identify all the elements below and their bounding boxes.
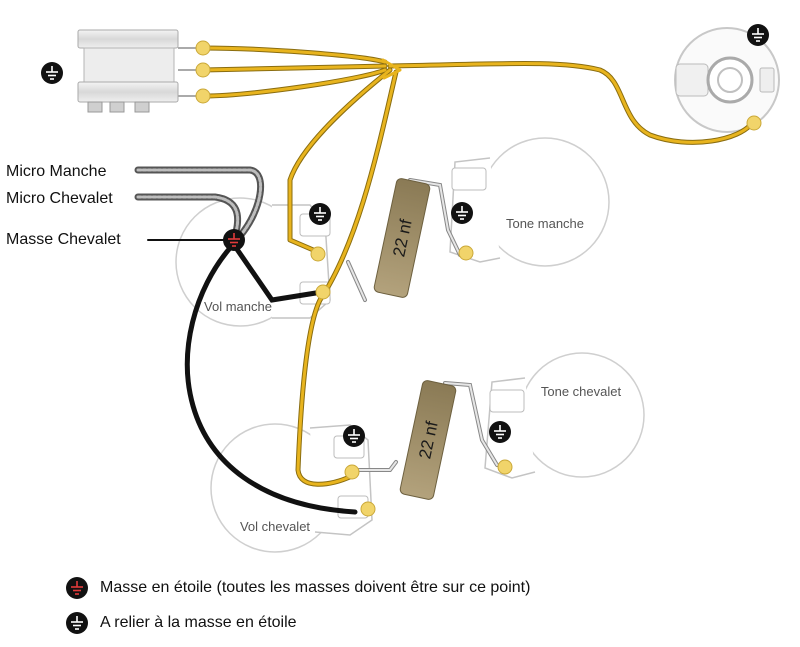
label-micro-manche: Micro Manche xyxy=(6,163,107,180)
pot-label-vol-chevalet: Vol chevalet xyxy=(240,519,310,534)
ground-icon xyxy=(746,23,770,47)
solder-points xyxy=(195,40,762,517)
pot-label-tone-manche: Tone manche xyxy=(506,216,584,231)
capacitor-tone-manche: 22 nf xyxy=(373,178,431,298)
pot-tone-chevalet xyxy=(484,352,645,479)
grey-wires xyxy=(346,178,499,472)
pot-label-vol-manche: Vol manche xyxy=(204,299,272,314)
ground-icon xyxy=(308,202,332,226)
star-ground-icon xyxy=(222,228,246,252)
pickup-selector-switch xyxy=(77,29,200,113)
ground-icon xyxy=(342,424,366,448)
pickup-cables xyxy=(134,166,358,515)
ground-icon xyxy=(40,61,64,85)
yellow-wires xyxy=(200,45,755,487)
legend-star-ground: Masse en étoile (toutes les masses doive… xyxy=(100,579,531,596)
capacitor-tone-chevalet: 22 nf xyxy=(399,380,457,500)
pot-tone-manche xyxy=(449,137,610,267)
star-ground-icon xyxy=(65,576,89,600)
label-masse-chevalet: Masse Chevalet xyxy=(6,231,121,248)
label-micro-chevalet: Micro Chevalet xyxy=(6,190,113,207)
pot-label-tone-chevalet: Tone chevalet xyxy=(541,384,622,399)
legend-connect-ground: A relier à la masse en étoile xyxy=(100,614,297,631)
ground-icon xyxy=(488,420,512,444)
output-jack xyxy=(674,27,780,133)
ground-icon xyxy=(450,201,474,225)
ground-icon xyxy=(65,611,89,635)
